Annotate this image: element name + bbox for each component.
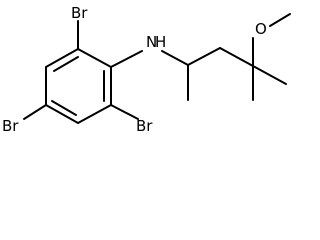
molecule-canvas: Br Br Br N H O	[2, 4, 291, 135]
atom-o: O	[255, 20, 267, 38]
bond-ring-br-left	[23, 104, 47, 120]
ring-double-bond-2	[51, 100, 77, 116]
bond-ring-nh	[110, 50, 143, 68]
bond-ring-br-right	[110, 104, 139, 120]
atom-h: H	[155, 33, 166, 51]
atom-br-left: Br	[2, 117, 19, 135]
ring-double-bond-1	[53, 56, 79, 72]
benzene-ring	[45, 48, 112, 124]
atom-br-right: Br	[136, 117, 153, 135]
ring-bond-bottom-right	[77, 104, 112, 124]
chemical-structure: Br Br Br N H O	[2, 4, 291, 135]
bond-cq-methyl-right	[252, 65, 287, 85]
bond-ch-ch2	[187, 47, 221, 66]
ring-bond-bottom-left	[45, 104, 79, 124]
bond-nh-ch	[161, 50, 189, 66]
ring-bond-top-right	[77, 48, 112, 68]
ring-bond-top-left	[45, 48, 79, 68]
bond-ch2-cq	[219, 47, 254, 67]
atom-n: N	[146, 33, 157, 51]
bond-o-methyl	[269, 13, 291, 27]
atom-br-top: Br	[71, 4, 88, 22]
